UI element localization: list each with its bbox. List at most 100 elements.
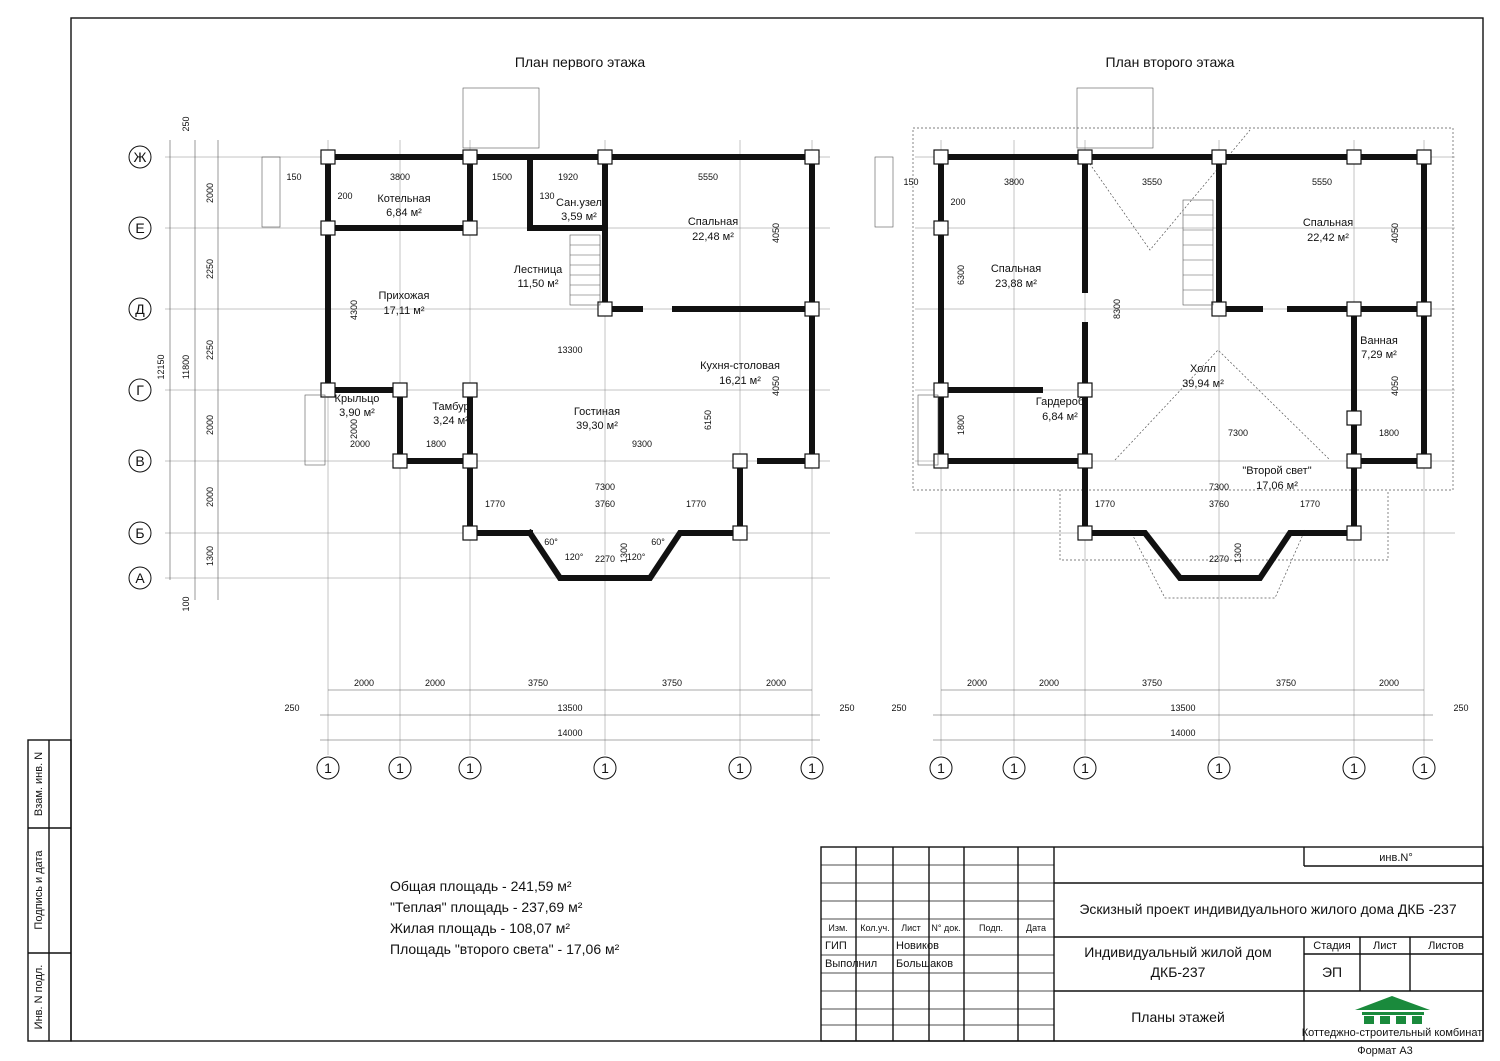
axis-number: 1 [1081, 760, 1089, 776]
dim: 150 [286, 172, 301, 182]
dim: 8300 [1112, 299, 1122, 319]
axis-number: 1 [396, 760, 404, 776]
area-line: "Теплая" площадь - 237,69 м² [390, 899, 583, 915]
room-name: Тамбур [432, 401, 469, 413]
plan2-stairs [874, 87, 1214, 466]
dim: 2000 [205, 415, 215, 435]
object-name-1: Индивидуальный жилой дом [1084, 944, 1271, 960]
plan2-title: План второго этажа [1106, 54, 1235, 70]
plan1-inner-dims: 3800 1500 1920 5550 13300 9300 7300 3760… [286, 172, 781, 564]
dim: 2000 [1379, 678, 1399, 688]
col-header: Изм. [828, 923, 847, 933]
person: Большаков [896, 958, 953, 970]
room-area: 11,50 м² [518, 278, 559, 290]
company-name: Коттеджно-строительный комбинат [1302, 1027, 1483, 1039]
dim: 3550 [1142, 177, 1162, 187]
dim: 5550 [1312, 177, 1332, 187]
axis-number: 1 [736, 760, 744, 776]
dim: 12150 [156, 354, 166, 379]
dim: 60° [544, 537, 558, 547]
object-name-2: ДКБ-237 [1151, 964, 1206, 980]
dim: 2000 [766, 678, 786, 688]
dim: 14000 [1170, 728, 1195, 738]
room-name: Спальная [688, 216, 738, 228]
room-name: Котельная [377, 193, 430, 205]
dim: 2000 [1039, 678, 1059, 688]
dim: 2270 [1209, 554, 1229, 564]
side-stamp: Взам. инв. N Подпись и дата Инв. N подл. [27, 739, 72, 1042]
dim: 2000 [205, 487, 215, 507]
axis-letter: Г [136, 382, 144, 398]
area-line: Жилая площадь - 108,07 м² [390, 920, 570, 936]
col-header: Подп. [979, 923, 1003, 933]
room-area: 22,42 м² [1307, 232, 1349, 244]
project-title: Эскизный проект индивидуального жилого д… [1079, 901, 1456, 917]
dim: 3750 [528, 678, 548, 688]
col-header: Дата [1026, 923, 1046, 933]
dim: 150 [903, 177, 918, 187]
dim: 200 [950, 197, 965, 207]
dim: 3760 [1209, 499, 1229, 509]
area-line: Площадь "второго света" - 17,06 м² [390, 941, 620, 957]
room-area: 7,29 м² [1361, 349, 1397, 361]
dim: 120° [627, 552, 646, 562]
dim: 6150 [703, 410, 713, 430]
plan1-axis-numbers: 1 1 1 1 1 1 [316, 756, 824, 780]
dim: 1770 [485, 499, 505, 509]
axis-letter: Е [135, 220, 144, 236]
room-name: Ванная [1360, 335, 1398, 347]
dim: 13500 [1170, 703, 1195, 713]
room-area: 3,59 м² [561, 211, 597, 223]
room-name: Кухня-столовая [700, 360, 780, 372]
room-name: Спальная [1303, 217, 1353, 229]
dim: 1920 [558, 172, 578, 182]
plan1-rooms: Котельная 6,84 м² Сан.узел 3,59 м² Спаль… [335, 193, 780, 432]
dim: 4050 [1390, 376, 1400, 396]
dim: 1300 [619, 543, 629, 563]
plan2-bottom-dims: 2000 2000 3750 3750 2000 13500 14000 250… [891, 678, 1469, 741]
plan2-rooms: Спальная 23,88 м² Спальная 22,42 м² Ванн… [991, 217, 1398, 492]
col-header: Кол.уч. [860, 923, 890, 933]
dim: 2000 [349, 419, 359, 439]
inv-label: инв.N° [1379, 852, 1412, 864]
axis-number: 1 [1215, 760, 1223, 776]
room-name: Крыльцо [335, 393, 380, 405]
room-area: 3,24 м² [433, 415, 469, 427]
room-area: 39,94 м² [1182, 378, 1224, 390]
room-name: Гардероб [1036, 396, 1084, 408]
dim: 2000 [350, 439, 370, 449]
dim: 1770 [1300, 499, 1320, 509]
dim: 14000 [557, 728, 582, 738]
dim: 1300 [1233, 543, 1243, 563]
dim: 7300 [1228, 428, 1248, 438]
plan2-axis-numbers: 1 1 1 1 1 1 [929, 756, 1436, 780]
stage-header: Лист [1373, 940, 1397, 952]
dim: 1800 [956, 415, 966, 435]
dim: 4050 [771, 223, 781, 243]
dim: 3800 [390, 172, 410, 182]
dim: 4050 [1390, 223, 1400, 243]
side-stamp-3: Инв. N подл. [33, 965, 45, 1030]
dim: 9300 [632, 439, 652, 449]
axis-letter: Ж [134, 149, 147, 165]
dim: 250 [891, 703, 906, 713]
side-stamp-1: Взам. инв. N [33, 752, 45, 816]
dim: 130 [539, 191, 554, 201]
format-label: Формат А3 [1357, 1045, 1413, 1057]
room-name: Сан.узел [556, 197, 602, 209]
dim: 3760 [595, 499, 615, 509]
room-name: Лестница [514, 264, 563, 276]
plan-second-floor: План второго этажа [874, 54, 1469, 780]
room-name: "Второй свет" [1242, 465, 1311, 477]
dim: 250 [284, 703, 299, 713]
room-name: Холл [1190, 363, 1216, 375]
axis-letter: В [135, 453, 144, 469]
dim: 120° [565, 552, 584, 562]
axis-number: 1 [1350, 760, 1358, 776]
dim: 250 [1453, 703, 1468, 713]
dim: 13300 [557, 345, 582, 355]
dim: 2000 [354, 678, 374, 688]
plan2-grid [915, 140, 1455, 755]
dim: 250 [181, 116, 191, 131]
role: Выполнил [825, 958, 877, 970]
